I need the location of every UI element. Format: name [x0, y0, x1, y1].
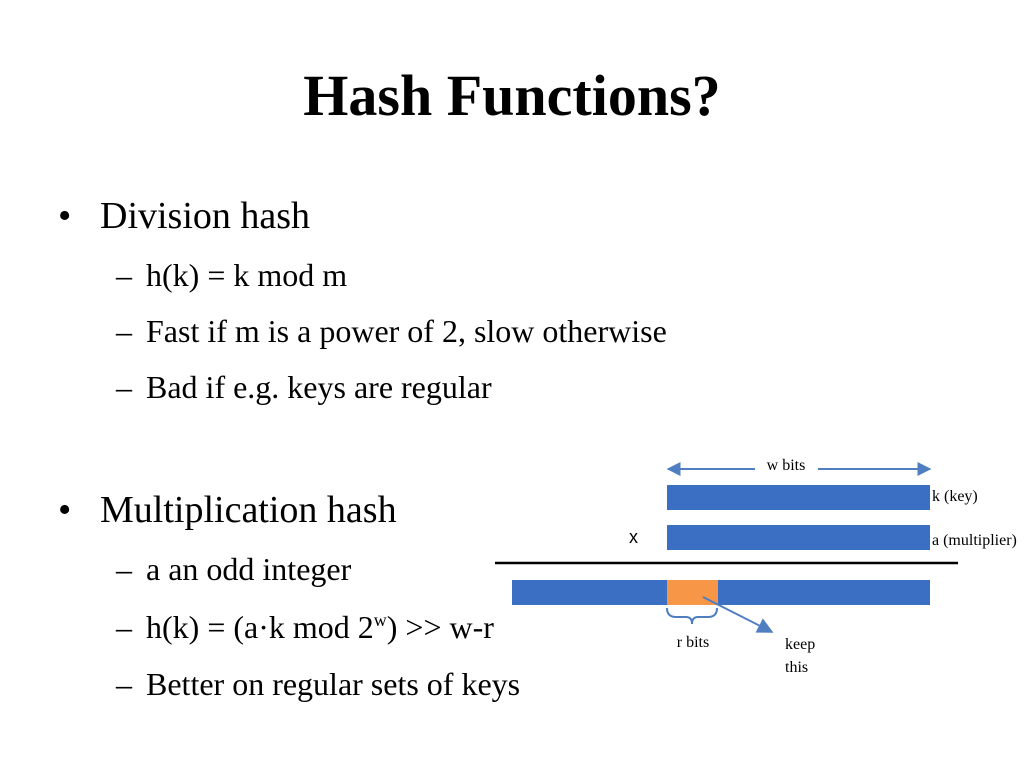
- bullet-division-hash: • Division hash: [58, 194, 310, 238]
- product-bar: [512, 580, 930, 605]
- keep-label-line2: this: [785, 659, 808, 676]
- r-bits-brace: [666, 607, 718, 625]
- sub-text: Fast if m is a power of 2, slow otherwis…: [146, 313, 667, 349]
- bullet-dot: •: [58, 489, 72, 531]
- bullet-text: Division hash: [100, 195, 311, 237]
- sub-text: a an odd integer: [146, 551, 352, 587]
- multiplier-label: a (multiplier): [932, 532, 1017, 549]
- key-label: k (key): [932, 488, 978, 505]
- sub-item-division-bad: –Bad if e.g. keys are regular: [116, 369, 492, 406]
- formula-rhs: ) >> w-r: [386, 609, 494, 645]
- sub-item-multiplication-formula: –h(k) = (a·k mod 2w) >> w-r: [116, 609, 494, 646]
- sub-dash: –: [116, 313, 132, 349]
- sub-text: h(k) = k mod m: [146, 257, 348, 293]
- formula-exponent: w: [373, 610, 387, 630]
- sub-item-odd-integer: –a an odd integer: [116, 551, 351, 588]
- bullet-dot: •: [58, 195, 72, 237]
- sub-item-division-formula: –h(k) = k mod m: [116, 257, 347, 294]
- key-bar: [667, 485, 930, 510]
- bullet-text: Multiplication hash: [100, 489, 397, 531]
- sub-item-division-fast: –Fast if m is a power of 2, slow otherwi…: [116, 313, 667, 350]
- sub-dash: –: [116, 666, 132, 702]
- times-symbol: x: [629, 527, 638, 547]
- sub-dash: –: [116, 551, 132, 587]
- sub-text: Better on regular sets of keys: [146, 666, 521, 702]
- sub-text: Bad if e.g. keys are regular: [146, 369, 492, 405]
- sub-dash: –: [116, 257, 132, 293]
- sub-dash: –: [116, 609, 132, 645]
- keep-label-line1: keep: [785, 636, 815, 653]
- keep-arrow: [702, 596, 774, 633]
- w-bits-label: w bits: [767, 457, 806, 474]
- bullet-multiplication-hash: • Multiplication hash: [58, 488, 397, 532]
- formula-lhs: h(k) = (a·k mod 2: [146, 609, 374, 645]
- sub-dash: –: [116, 369, 132, 405]
- sub-item-better-regular: –Better on regular sets of keys: [116, 666, 520, 703]
- r-bits-label: r bits: [677, 634, 709, 651]
- multiplier-bar: [667, 525, 930, 550]
- slide-title: Hash Functions?: [303, 63, 721, 128]
